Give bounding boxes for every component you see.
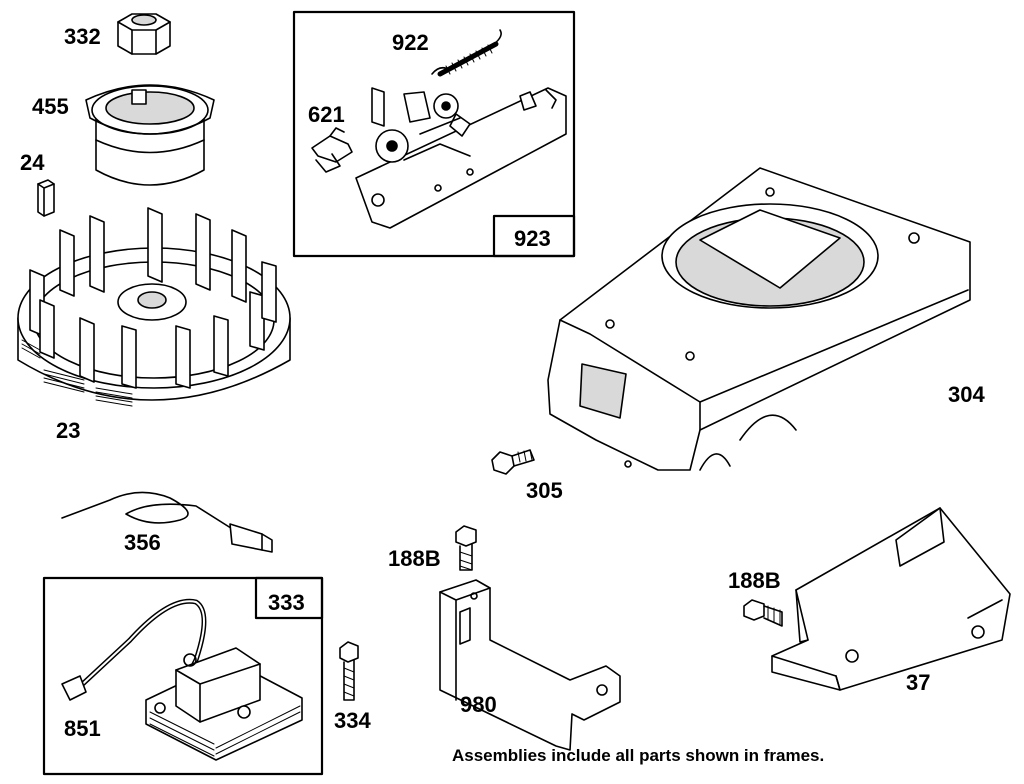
label-305: 305 [526,478,563,503]
label-621: 621 [308,102,345,127]
coil-333-drawing [61,598,303,761]
label-980: 980 [460,692,497,717]
clip-621-drawing [311,127,353,173]
bracket-37-drawing [771,507,1011,691]
label-851: 851 [64,716,101,741]
label-188b-right: 188B [728,568,781,593]
label-37: 37 [906,670,931,695]
label-188b-top: 188B [388,546,441,571]
key-24-drawing [37,179,55,217]
frame-923 [292,10,576,258]
nut-332-drawing [117,13,171,55]
screw-334-drawing [339,641,359,701]
footnote: Assemblies include all parts shown in fr… [452,746,825,765]
label-923: 923 [514,226,551,251]
wire-356-drawing [61,491,273,553]
housing-304-drawing [547,167,971,471]
label-455: 455 [32,94,69,119]
label-922: 922 [392,30,429,55]
label-24: 24 [20,150,45,175]
bolt-305-drawing [491,449,535,475]
flywheel-23-drawing [17,207,291,407]
spring-922-drawing [431,29,502,77]
screw-188b-top-drawing [455,525,477,571]
governor-923-drawing [355,87,567,229]
label-334: 334 [334,708,371,733]
cup-455-drawing [85,84,215,186]
label-356: 356 [124,530,161,555]
screw-188b-right-drawing [743,599,783,627]
label-332: 332 [64,24,101,49]
frame-333 [42,576,324,776]
bracket-980-drawing [439,579,621,751]
label-333: 333 [268,590,305,615]
label-23: 23 [56,418,81,443]
label-304: 304 [948,382,985,407]
